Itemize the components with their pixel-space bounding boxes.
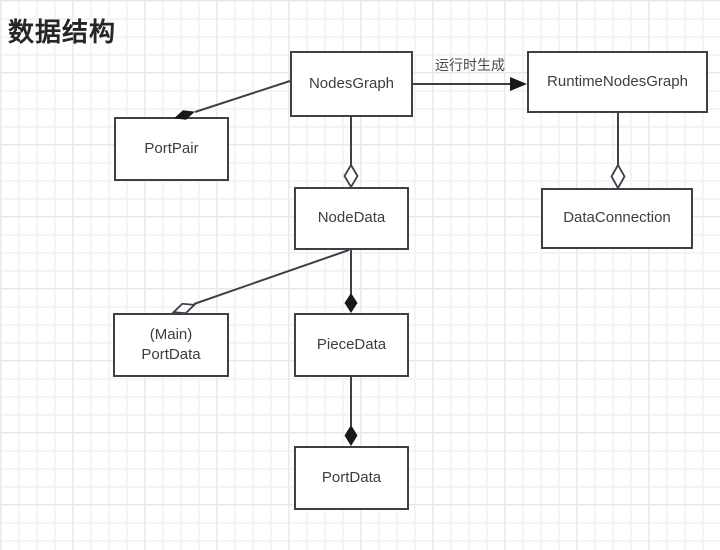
node-label: (Main) PortData: [141, 325, 201, 363]
diagram-title: 数据结构: [8, 17, 117, 47]
edge-runtime-generate: [413, 77, 527, 91]
node-label: RuntimeNodesGraph: [547, 72, 688, 90]
edge-runtimegraph-dataconnection: [610, 113, 626, 190]
edge-nodedata-mainportdata: [171, 249, 350, 315]
node-port-data[interactable]: PortData: [294, 446, 409, 510]
node-runtime-nodes-graph[interactable]: RuntimeNodesGraph: [527, 51, 708, 113]
node-label: PortData: [321, 468, 382, 486]
filled-diamond-icon: [344, 293, 358, 313]
edge-piecedata-portdata: [344, 377, 358, 446]
node-node-data[interactable]: NodeData: [294, 187, 409, 250]
node-label: NodesGraph: [308, 74, 395, 92]
node-main-port-data[interactable]: (Main) PortData: [113, 313, 229, 377]
node-piece-data[interactable]: PieceData: [294, 313, 409, 377]
filled-diamond-icon: [344, 425, 358, 446]
node-data-connection[interactable]: DataConnection: [541, 188, 693, 249]
node-label: DataConnection: [563, 209, 671, 227]
arrowhead-icon: [510, 77, 527, 91]
node-port-pair[interactable]: PortPair: [114, 117, 229, 181]
edge-label-runtime: 运行时生成: [435, 57, 505, 73]
node-label: NodeData: [317, 209, 386, 227]
hollow-diamond-icon: [610, 163, 626, 190]
node-nodes-graph[interactable]: NodesGraph: [290, 51, 413, 117]
edge-nodedata-piecedata: [344, 250, 358, 313]
edge-nodesgraph-nodedata: [343, 117, 359, 189]
node-label: PortPair: [144, 139, 199, 157]
node-label: PieceData: [316, 335, 387, 353]
hollow-diamond-icon: [343, 163, 359, 189]
